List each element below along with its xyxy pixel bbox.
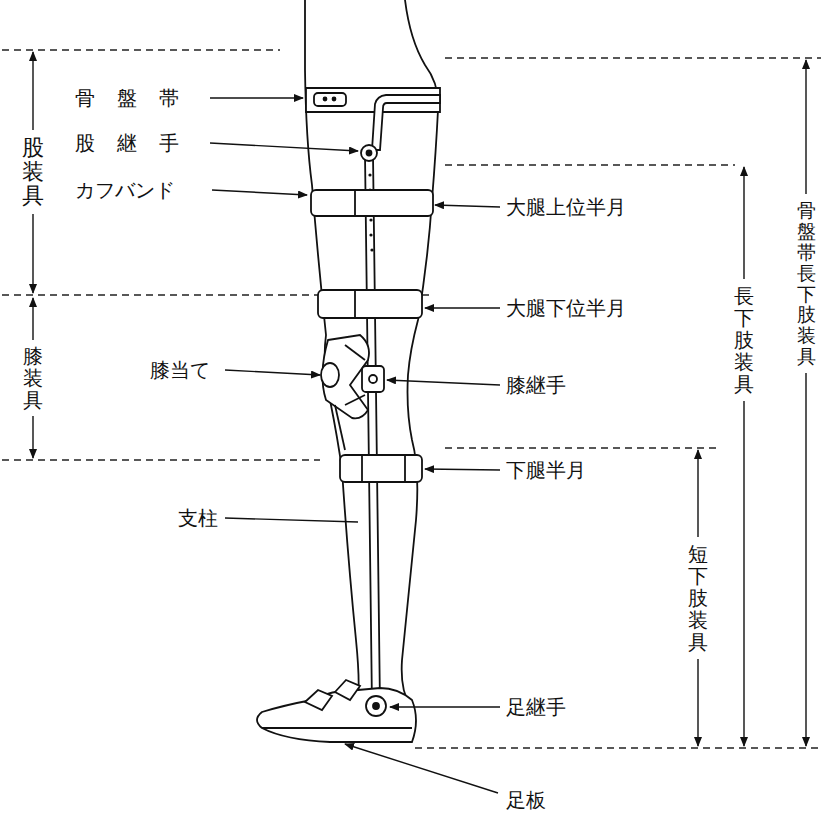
range-label: 骨盤帯長下肢装具 <box>797 200 816 367</box>
part-label: 大腿下位半月 <box>506 296 626 320</box>
range-label: 膝装具 <box>23 345 43 411</box>
part-label: 膝当て <box>150 358 210 382</box>
part-label: 膝継手 <box>506 373 566 397</box>
cuff-bands <box>311 190 433 482</box>
part-label: 大腿上位半月 <box>506 195 626 219</box>
leader-line <box>225 518 358 522</box>
level-lines <box>2 50 821 748</box>
range-label: 短下肢装具 <box>688 543 708 653</box>
part-label: カフバンド <box>75 178 175 202</box>
range-label: 長下肢装具 <box>734 285 754 395</box>
part-label: 支柱 <box>178 506 218 530</box>
pelvic-band <box>306 88 440 150</box>
part-label: 下腿半月 <box>506 458 586 482</box>
knee-pad <box>321 335 384 450</box>
shoe <box>257 680 416 742</box>
range-arrows <box>33 52 806 746</box>
part-label: 足継手 <box>506 695 566 719</box>
part-label: 骨盤帯 <box>75 86 201 110</box>
range-label: 股装具 <box>22 136 44 209</box>
part-label: 足板 <box>506 788 546 812</box>
leader-arrows <box>210 98 500 793</box>
upright-bar <box>361 145 380 705</box>
part-label: 股継手 <box>75 131 201 155</box>
